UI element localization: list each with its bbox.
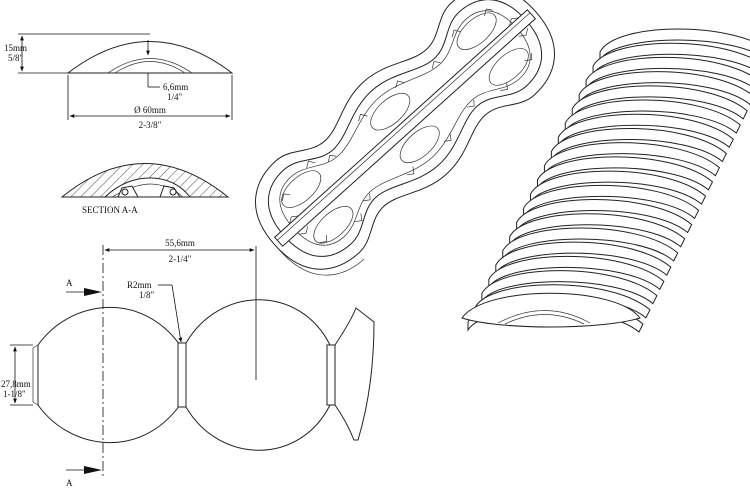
height-dim-mm: 15mm (4, 43, 27, 53)
section-label: SECTION A-A (82, 205, 138, 215)
dome-slice (509, 213, 686, 248)
width-dim-mm: 27,8mm (1, 379, 31, 389)
plan-right-partial-segment (334, 307, 375, 441)
radius-dim-mm: R2mm (127, 280, 152, 290)
diameter-dim-in: 2-3/8" (139, 120, 162, 130)
plan-middle-segment (185, 299, 331, 451)
cut-arrow-top (84, 288, 102, 296)
cut-arrow-bottom (84, 466, 102, 474)
dome-slice (550, 128, 727, 163)
frame-cage-teeth (281, 8, 533, 243)
depth-dim-mm: 6,6mm (163, 82, 188, 92)
dome-profile-view: 15mm 5/8" 6,6mm 1/4" Ø 60mm 2-3/8" (4, 33, 234, 130)
height-dim-in: 5/8" (8, 53, 24, 63)
frame-central-spine (273, 9, 537, 247)
dome-slice (564, 99, 741, 134)
diameter-dim-mm: Ø 60mm (134, 105, 166, 115)
dome-slice (592, 42, 750, 77)
dome-slice (536, 156, 714, 191)
dome-slice (599, 28, 750, 62)
dome-slice (585, 57, 750, 91)
depth-dim-in: 1/4" (167, 92, 183, 102)
plan-left-segment (37, 307, 181, 443)
dome-slice (543, 142, 721, 177)
stacked-dome-slices (467, 28, 750, 333)
plan-neck-right (326, 344, 336, 406)
dome-slice (523, 184, 700, 220)
dome-slice (578, 71, 750, 106)
radius-dim-in: 1/8" (139, 290, 155, 300)
cut-label-top: A (66, 278, 73, 288)
dome-slice (495, 241, 672, 276)
dome-slice (502, 227, 679, 262)
dome-slice (488, 255, 665, 291)
pitch-dim-mm: 55,6mm (165, 238, 195, 248)
dome-profile-outline (66, 41, 234, 74)
plan-view: A A 55,6mm 2-1/4" R2mm 1/8" 27,8mm 1-1/8… (1, 238, 375, 488)
dome-slice (516, 199, 693, 234)
dome-profile-inner-recess (107, 58, 193, 74)
width-dim-in: 1-1/8" (3, 389, 26, 399)
cut-label-bottom: A (66, 478, 73, 488)
section-a-a-view: SECTION A-A (60, 163, 230, 215)
dome-slice (571, 85, 748, 120)
plan-neck-left (177, 342, 187, 408)
dome-slice (530, 170, 707, 205)
dome-slice (557, 113, 734, 149)
isometric-frame-view (255, 0, 555, 276)
dome-slice (481, 270, 658, 305)
stacked-domes-view (461, 28, 750, 333)
pitch-dim-in: 2-1/4" (169, 254, 192, 264)
